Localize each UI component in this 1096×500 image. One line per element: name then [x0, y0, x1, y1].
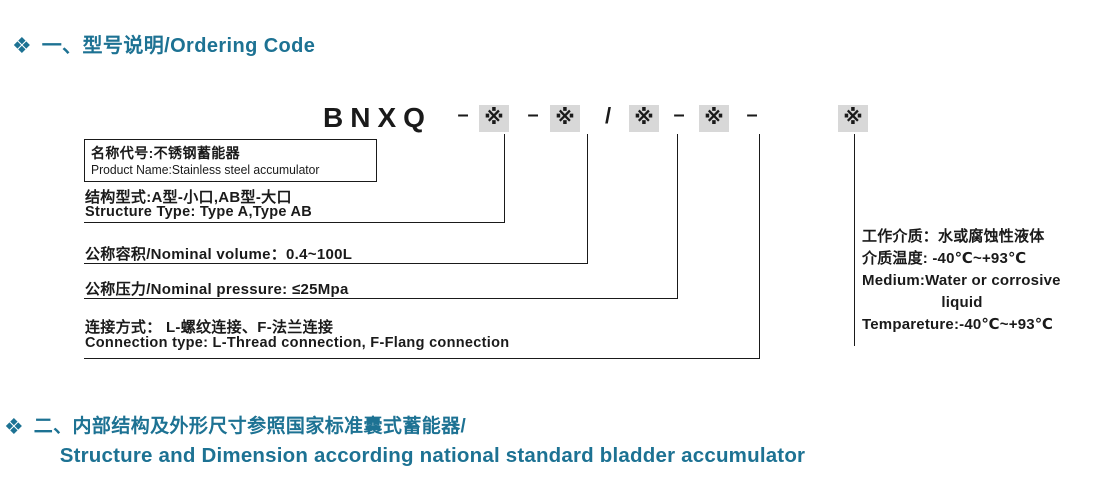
- code-dash-2: –: [527, 104, 539, 126]
- label-connection-type-zh: 连接方式： L-螺纹连接、F-法兰连接: [85, 319, 334, 336]
- medium-note-line: liquid: [941, 294, 983, 311]
- section1-title: 一、型号说明/Ordering Code: [41, 35, 316, 57]
- section2-title-zh: 二、内部结构及外形尺寸参照国家标准囊式蓄能器/: [33, 416, 467, 437]
- section1-header: ❖ 一、型号说明/Ordering Code: [12, 34, 315, 58]
- underline-nominal-pressure: [84, 298, 678, 299]
- label-structure-type-zh: 结构型式:A型-小口,AB型-大口: [85, 189, 292, 206]
- connector-line-nominal-pressure: [677, 134, 678, 299]
- section2-header: ❖ 二、内部结构及外形尺寸参照国家标准囊式蓄能器/ Structure and …: [4, 414, 805, 468]
- label-connection-type-en: Connection type: L-Thread connection, F-…: [85, 335, 510, 351]
- code-dash-1: –: [457, 104, 469, 126]
- medium-temperature-note: 工作介质：水或腐蚀性液体 介质温度: -40℃~+93℃ Medium:Wate…: [862, 226, 1094, 336]
- connector-line-connection-type: [759, 134, 760, 359]
- label-product-name-zh: 名称代号:不锈钢蓄能器: [91, 145, 241, 161]
- code-placeholder-3: ※: [629, 105, 659, 132]
- code-prefix: BNXQ: [323, 102, 432, 133]
- code-placeholder-4: ※: [699, 105, 729, 132]
- medium-note-line: 工作介质：水或腐蚀性液体: [862, 228, 1045, 245]
- code-dash-4: –: [746, 104, 758, 126]
- medium-note-line: Medium:Water or corrosive: [862, 272, 1061, 289]
- medium-note-line: 介质温度: -40℃~+93℃: [862, 250, 1027, 267]
- label-structure-type-en: Structure Type: Type A,Type AB: [85, 204, 313, 220]
- label-product-name: 名称代号:不锈钢蓄能器 Product Name:Stainless steel…: [84, 139, 377, 182]
- medium-note-line: Tempareture:-40℃~+93℃: [862, 316, 1054, 333]
- label-product-name-en: Product Name:Stainless steel accumulator: [91, 163, 320, 177]
- code-slash: /: [604, 103, 612, 128]
- diamond-icon: ❖: [12, 33, 32, 58]
- code-dash-3: –: [673, 104, 685, 126]
- label-nominal-pressure: 公称压力/Nominal pressure: ≤25Mpa: [85, 281, 349, 298]
- connector-line-medium: [854, 134, 855, 346]
- section2-title-en: Structure and Dimension according nation…: [59, 444, 806, 467]
- diamond-icon: ❖: [4, 414, 24, 439]
- code-placeholder-2: ※: [550, 105, 580, 132]
- label-nominal-volume: 公称容积/Nominal volume：0.4~100L: [85, 246, 353, 263]
- section2-titles: 二、内部结构及外形尺寸参照国家标准囊式蓄能器/ Structure and Di…: [34, 414, 806, 468]
- connector-line-nominal-volume: [587, 134, 588, 264]
- code-placeholder-1: ※: [479, 105, 509, 132]
- connector-line-structure-type: [504, 134, 505, 223]
- code-placeholder-5: ※: [838, 105, 868, 132]
- underline-nominal-volume: [84, 263, 588, 264]
- underline-structure-type: [84, 222, 505, 223]
- underline-connection-type: [84, 358, 760, 359]
